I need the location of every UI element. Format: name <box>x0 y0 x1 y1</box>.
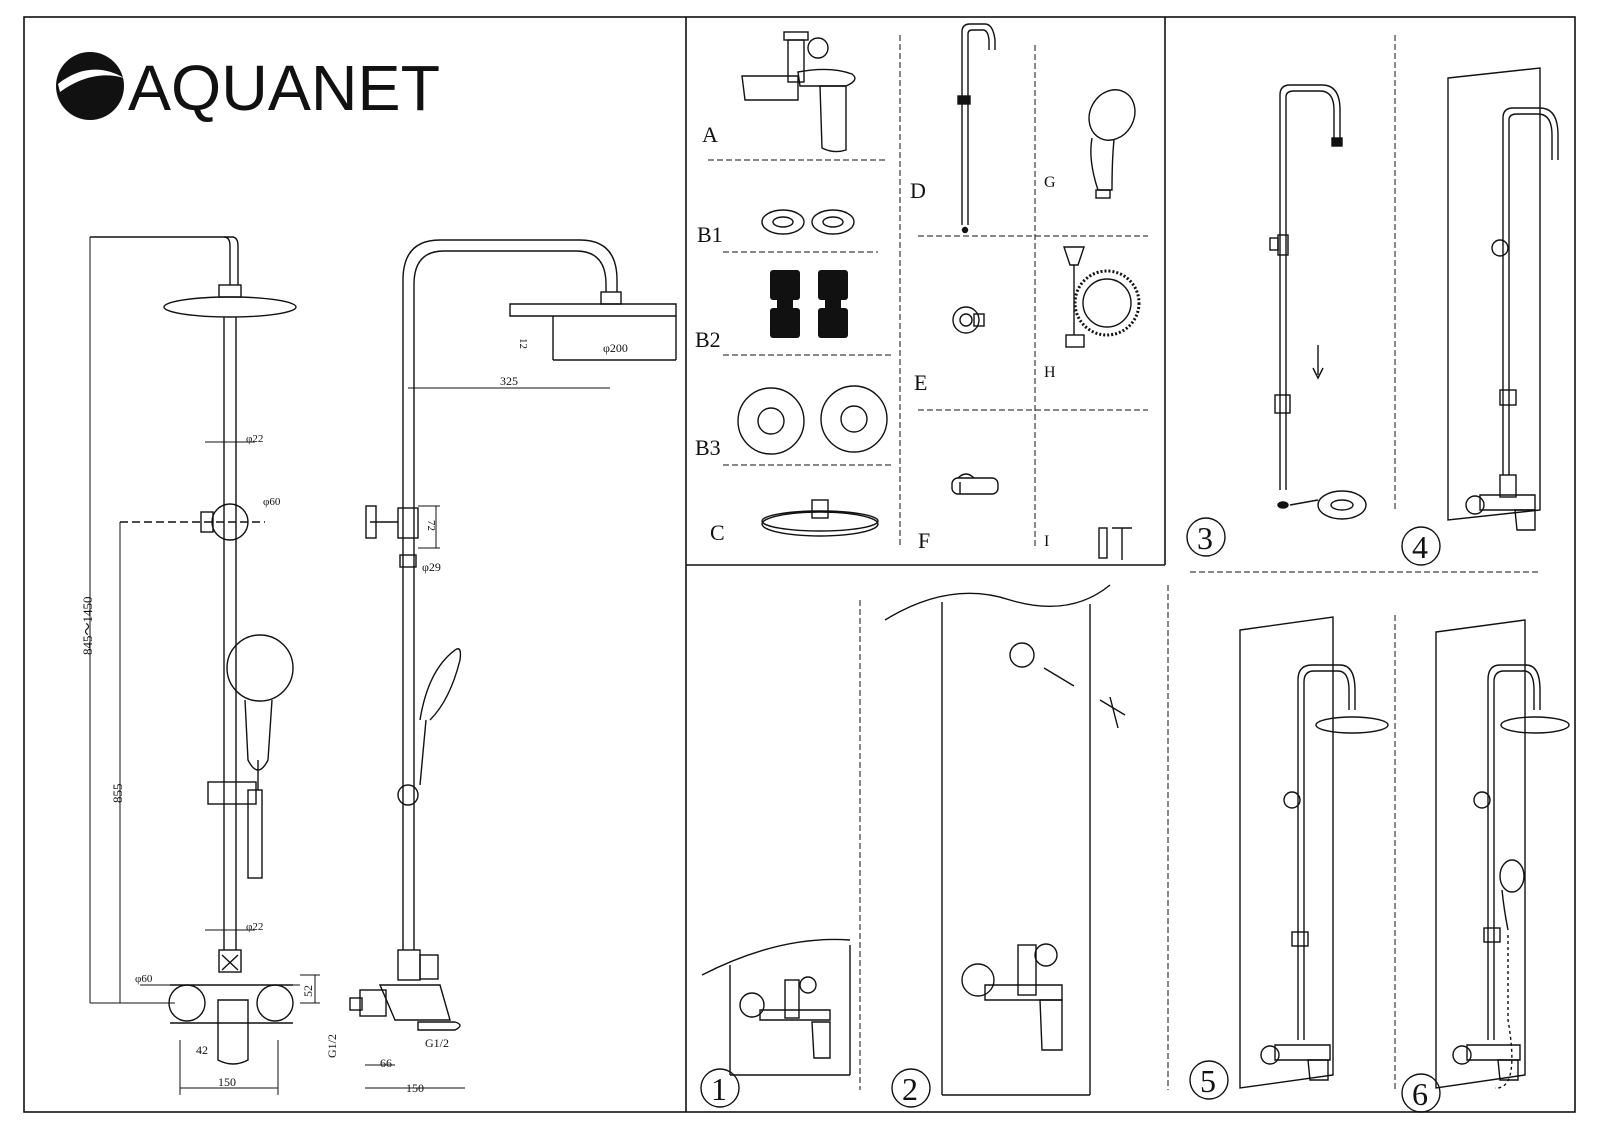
part-label-b2: B2 <box>695 327 721 352</box>
dim-head-thickness: 12 <box>517 338 529 349</box>
step-4-number: 4 <box>1412 529 1428 565</box>
step2-drawing <box>884 584 1126 1096</box>
part-i-fixings <box>1098 527 1132 560</box>
step-3-number: 3 <box>1197 520 1213 556</box>
step-3-badge <box>1186 517 1226 557</box>
part-c-shower-head <box>761 499 879 537</box>
front-view-drawing <box>89 236 320 1095</box>
step1-drawing <box>701 938 851 1076</box>
part-a-mixer <box>741 31 856 153</box>
dim-slider-dia: φ29 <box>422 560 441 574</box>
part-e-wall-mount <box>952 306 985 334</box>
part-f-slider <box>951 473 999 495</box>
part-b2-eccentrics <box>770 270 848 338</box>
part-label-f: F <box>918 528 930 553</box>
part-label-d: D <box>910 178 926 203</box>
part-d-rail <box>957 23 996 234</box>
step3-drawing <box>1269 84 1367 520</box>
dim-height-lower: 855 <box>110 784 125 804</box>
dim-diam-escutcheon: φ60 <box>135 973 153 985</box>
step4-drawing <box>1447 67 1559 531</box>
part-label-a: A <box>702 122 718 147</box>
part-b1-washers <box>761 209 855 235</box>
sheet-border <box>23 16 1576 1113</box>
dim-centers-front: 150 <box>218 1075 236 1089</box>
dim-diam-diverter: φ60 <box>263 496 281 508</box>
part-label-c: C <box>710 520 725 545</box>
dim-handle-offset: 42 <box>196 1043 208 1057</box>
part-label-b1: B1 <box>697 222 723 247</box>
part-label-i: I <box>1044 533 1049 550</box>
part-label-b3: B3 <box>695 435 721 460</box>
step5-drawing <box>1239 616 1389 1089</box>
dim-arm-reach: 325 <box>500 374 518 388</box>
dim-height-range: 845～1450 <box>80 596 95 655</box>
step-2-number: 2 <box>902 1071 918 1107</box>
step-4-badge <box>1401 526 1441 566</box>
step-6-number: 6 <box>1412 1076 1428 1112</box>
step-1-number: 1 <box>711 1071 727 1107</box>
brand-name: AQUANET <box>128 52 440 124</box>
dim-inlet-depth: 66 <box>380 1056 392 1070</box>
part-b3-escutcheons <box>737 385 888 455</box>
logo-drop-icon <box>56 52 124 120</box>
dim-thread-bottom: G1/2 <box>425 1036 449 1050</box>
step6-drawing <box>1435 619 1570 1089</box>
step-5-badge <box>1189 1060 1229 1100</box>
step-6-badge <box>1401 1073 1441 1113</box>
part-label-g: G <box>1044 174 1056 191</box>
part-h-hose <box>1063 246 1141 348</box>
parts-separators <box>708 35 1148 548</box>
dim-outlet-dia: φ200 <box>603 341 628 355</box>
dim-mixer-height: 52 <box>301 985 315 997</box>
dim-diam-pipe-low: φ22 <box>246 921 263 933</box>
dim-diverter-height: 72 <box>425 520 437 531</box>
aquanet-logo: AQUANET <box>56 52 440 124</box>
part-label-h: H <box>1044 364 1056 381</box>
dim-centers-side: 150 <box>406 1081 424 1095</box>
part-label-e: E <box>914 370 927 395</box>
part-g-hand-shower <box>1088 89 1136 199</box>
step-1-badge <box>700 1068 740 1108</box>
step-2-badge <box>891 1068 931 1108</box>
dim-diam-pipe-top: φ22 <box>246 433 263 445</box>
side-view-drawing <box>349 239 677 1089</box>
step-5-number: 5 <box>1200 1063 1216 1099</box>
dim-thread-left: G1/2 <box>325 1034 339 1058</box>
